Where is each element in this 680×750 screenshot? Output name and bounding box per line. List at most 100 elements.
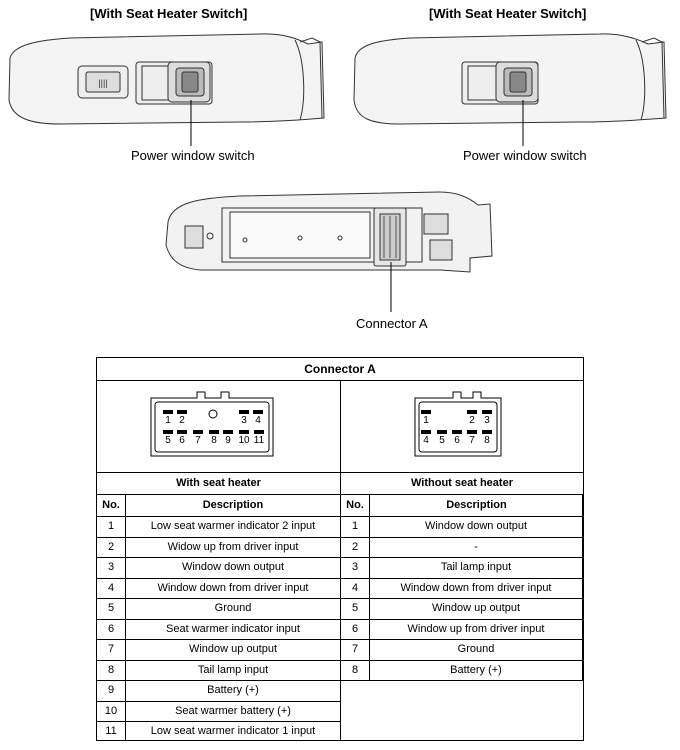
pin-label: 7 <box>195 435 201 446</box>
table-row-desc: Tail lamp input <box>197 663 269 676</box>
pin-block <box>482 430 492 434</box>
table-row-no: 7 <box>351 643 359 656</box>
pin-label: 8 <box>211 435 217 446</box>
table-row-no: 8 <box>351 663 359 676</box>
pin-block <box>209 430 219 434</box>
table-row-no: 3 <box>107 561 115 574</box>
illustrations: |||| <box>8 33 667 312</box>
pin-label: 1 <box>165 415 171 426</box>
pin-label: 5 <box>439 435 445 446</box>
pin-block <box>177 410 187 414</box>
row-divider <box>97 721 340 722</box>
row-divider <box>341 659 582 661</box>
pin-block <box>452 430 462 434</box>
table-row-desc: Window up output <box>188 643 278 656</box>
table-row-desc: Seat warmer battery (+) <box>175 704 291 717</box>
table-row-desc: Battery (+) <box>450 663 502 676</box>
pin-block <box>163 430 173 434</box>
right-switch-callout: Power window switch <box>463 148 587 163</box>
svg-text:||||: |||| <box>98 78 107 88</box>
table-row-no: 1 <box>351 520 359 533</box>
switch-back-illustration <box>165 191 493 273</box>
table-row-no: 2 <box>351 540 359 553</box>
pin-label: 3 <box>241 415 247 426</box>
table-row-no: 9 <box>107 684 115 697</box>
table-row-no: 5 <box>351 602 359 615</box>
row-divider <box>341 577 582 579</box>
pin-label: 11 <box>253 435 265 446</box>
row-divider <box>341 639 582 640</box>
table-row-no: 10 <box>104 704 118 717</box>
row-divider <box>341 618 582 620</box>
pin-block <box>223 430 233 434</box>
pin-label: 4 <box>423 435 429 446</box>
right-switch-panel-illustration <box>353 33 667 125</box>
table-row-no: 8 <box>107 663 115 676</box>
pin-label: 4 <box>255 415 261 426</box>
pin-block <box>193 430 203 434</box>
pin-label: 2 <box>469 415 475 426</box>
pin-block <box>239 410 249 414</box>
table-row-desc: Low seat warmer indicator 1 input <box>150 725 316 738</box>
table-row-desc: Window up output <box>431 602 521 615</box>
row-divider <box>97 700 340 702</box>
row-divider <box>97 577 340 579</box>
left-connector-diagram <box>150 391 274 457</box>
left-section-header: With seat heater <box>176 477 261 489</box>
pin-label: 5 <box>165 435 171 446</box>
row-divider <box>97 639 340 640</box>
pin-label: 7 <box>469 435 475 446</box>
table-row-no: 5 <box>107 602 115 615</box>
pin-block <box>437 430 447 434</box>
pin-label: 3 <box>484 415 490 426</box>
table-row-desc: Window down from driver input <box>400 581 552 594</box>
table-row-desc: Tail lamp input <box>440 561 512 574</box>
pin-label: 2 <box>179 415 185 426</box>
right-connector-diagram <box>414 391 502 457</box>
pin-block <box>177 430 187 434</box>
pin-label: 1 <box>423 415 429 426</box>
table-row-desc: Widow up from driver input <box>167 540 299 553</box>
pin-block <box>253 410 263 414</box>
left-col-no: No. <box>102 499 120 511</box>
row-divider <box>97 680 340 681</box>
row-divider <box>341 557 582 558</box>
connector-callout: Connector A <box>356 316 428 331</box>
right-section-header: Without seat heater <box>411 477 513 489</box>
row-divider <box>97 536 340 538</box>
left-heading: [With Seat Heater Switch] <box>90 6 248 21</box>
table-row-desc: Ground <box>214 602 252 615</box>
table-title: Connector A <box>304 362 376 376</box>
table-row-desc: Window down output <box>424 520 528 533</box>
pin-block <box>421 430 431 434</box>
right-col-desc: Description <box>446 499 507 511</box>
table-row-desc: Seat warmer indicator input <box>166 622 300 635</box>
pin-label: 6 <box>454 435 460 446</box>
table-row-desc: Window down output <box>181 561 285 574</box>
table-row-no: 4 <box>107 581 115 594</box>
pin-block <box>482 410 492 414</box>
pin-block <box>421 410 431 414</box>
table-row-desc: Low seat warmer indicator 2 input <box>150 520 316 533</box>
table-row-no: 11 <box>105 725 117 738</box>
table-row-no: 6 <box>351 622 359 635</box>
right-col-no: No. <box>346 499 364 511</box>
pin-label: 10 <box>238 435 250 446</box>
pin-block <box>467 430 477 434</box>
row-divider <box>97 557 340 558</box>
pin-block <box>254 430 264 434</box>
row-divider <box>97 618 340 620</box>
left-switch-callout: Power window switch <box>131 148 255 163</box>
table-row-no: 6 <box>107 622 115 635</box>
row-divider <box>341 598 582 599</box>
left-col-desc: Description <box>202 499 264 511</box>
table-row-no: 2 <box>107 540 115 553</box>
row-divider <box>341 536 582 538</box>
table-row-desc: - <box>474 540 478 553</box>
left-switch-panel-illustration: |||| <box>8 33 325 125</box>
table-row-no: 7 <box>107 643 115 656</box>
row-divider <box>97 659 340 661</box>
pin-label: 9 <box>225 435 231 446</box>
table-row-desc: Window down from driver input <box>157 581 309 594</box>
pin-label: 8 <box>484 435 490 446</box>
